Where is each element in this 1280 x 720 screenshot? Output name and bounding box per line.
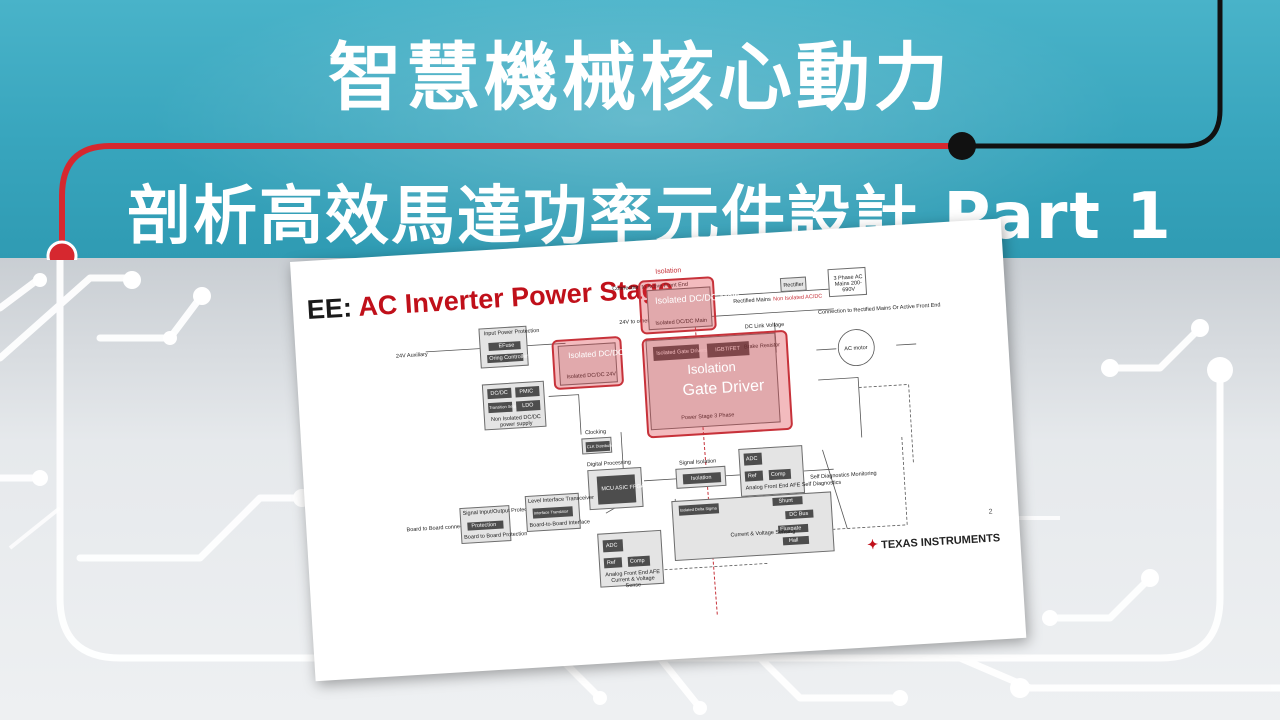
label-clocking: Clocking (584, 429, 607, 437)
block-afe-self: ADC Ref Comp Analog Front End AFE Self D… (738, 445, 841, 497)
block-input-power: Input Power Protection EFuse Oring Contr… (478, 325, 540, 369)
block-signal-io: Signal Input/Output Protection Protectio… (459, 505, 536, 545)
isolation-label-mid: Isolation (686, 359, 737, 377)
block-efuse: EFuse (488, 341, 521, 352)
block-current-voltage: Isolated Delta Sigma Shunt DC Bus Fluxga… (671, 491, 835, 562)
block-rectifier: Rectifier (779, 276, 807, 293)
block-oring: Oring Controller (487, 352, 528, 364)
block-transition: Transition Sequencer (487, 401, 527, 414)
texas-icon: ✦ (866, 536, 879, 553)
slide-thumbnail: EE: AC Inverter Power Stage (290, 218, 1027, 682)
block-clk: CLK Distribution (581, 436, 616, 455)
block-interface: Level Interface Transceiver Interface Tr… (524, 492, 594, 533)
wire-node-red (46, 240, 78, 260)
gate-driver-label: Gate Driver (682, 377, 765, 400)
block-signal-isolation: Isolation (675, 465, 727, 489)
main-title: 智慧機械核心動力 (328, 35, 952, 121)
block-non-isolated-dcdc: DC/DC PMIC Transition Sequencer LDO Non … (481, 380, 547, 431)
slide-page-number: 2 (988, 508, 993, 516)
block-dcdc: DC/DC (487, 387, 512, 400)
isolation-highlight-dcdc-24v: Isolated DC/DC 24V (551, 335, 640, 391)
block-afe-cv: ADC Ref Comp Analog Front End AFE Curren… (597, 529, 665, 589)
block-3phase: 3 Phase AC Mains 200-690V (827, 266, 868, 298)
banner-wires (46, 0, 1223, 260)
isolation-highlight-gate-driver: Isolation Gate Driver (641, 329, 794, 439)
block-mcu: MCU ASIC FPGA (587, 466, 645, 511)
banner-glow (0, 0, 1280, 258)
header-banner (0, 0, 1280, 258)
block-pmic: PMIC (515, 386, 540, 398)
isolation-highlight-dcdc-main: Isolated DC/DC Main (637, 276, 740, 335)
block-ldo: LDO (515, 400, 541, 412)
wire-node-dark (948, 132, 976, 160)
circuit-lines (0, 258, 1280, 715)
